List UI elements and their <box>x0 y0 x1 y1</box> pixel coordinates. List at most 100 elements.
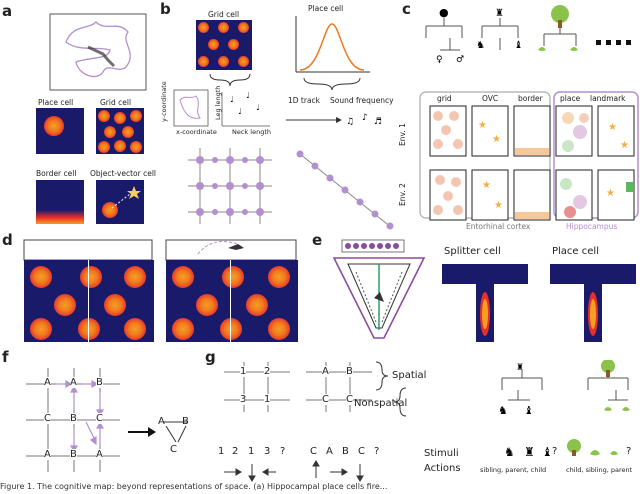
splitter-cell-label: Splitter cell <box>444 246 501 257</box>
entorhinal-cortex-label: Entorhinal cortex <box>466 222 531 231</box>
g-node-b: B <box>346 366 353 377</box>
f-node-b2: B <box>70 413 77 424</box>
seq1-0: 1 <box>218 446 225 457</box>
c-place-label: place <box>560 94 581 103</box>
seq2-2: B <box>342 446 349 457</box>
env2-label: Env. 2 <box>398 183 407 206</box>
f-node-b1: B <box>96 377 103 388</box>
sound-frequency-label: Sound frequency <box>330 96 394 105</box>
c-ovc-label: OVC <box>482 94 499 103</box>
f-node-a1: A <box>44 377 51 388</box>
svg-text:♫: ♫ <box>346 117 354 127</box>
c-env-boxes: ★ ★ ★ ★ ★ ★ ★ <box>429 105 635 221</box>
border-cell-label: Border cell <box>36 169 77 178</box>
svg-text:♀: ♀ <box>436 55 443 65</box>
seq1-1: 2 <box>232 446 239 457</box>
seq2-0: C <box>310 446 317 457</box>
panel-label-e: e <box>312 231 323 249</box>
border-cell-field <box>36 180 84 224</box>
seq2-3: C <box>358 446 365 457</box>
svg-text:♩: ♩ <box>246 91 250 100</box>
f-node-b3: B <box>70 449 77 460</box>
c-trees: ● ♜ ♀ ♂ ♞ ♝ <box>425 5 631 65</box>
svg-text:♞: ♞ <box>504 445 515 459</box>
b-chain: ♫ ♪ ♬ <box>286 113 394 230</box>
svg-text:♞: ♞ <box>498 404 508 417</box>
svg-text:♩: ♩ <box>238 107 242 116</box>
actions-label: Actions <box>424 463 461 474</box>
svg-text:★: ★ <box>478 120 487 131</box>
panel-label-f: f <box>2 348 9 366</box>
b-lattice: ♩ ♩ ♩ ♩ <box>173 73 272 224</box>
d-field-right <box>166 260 298 342</box>
f-node-a4: A <box>96 449 103 460</box>
svg-text:♜: ♜ <box>524 445 535 459</box>
svg-text:●: ● <box>439 6 449 19</box>
svg-text:★: ★ <box>608 122 617 133</box>
panel-label-a: a <box>2 2 13 20</box>
svg-text:♝: ♝ <box>514 40 523 51</box>
e-maze <box>332 239 426 339</box>
panel-label-g: g <box>205 348 216 366</box>
place-cell-label: Place cell <box>38 98 74 107</box>
g-node-3a: 3 <box>240 394 247 405</box>
sibling-parent-child-label: sibling, parent, child <box>480 466 547 474</box>
d-field-left <box>24 260 154 342</box>
y-coordinate-label: y-coordinate <box>160 81 168 122</box>
b-grid-cell-label: Grid cell <box>208 10 240 19</box>
svg-text:♝: ♝ <box>542 445 553 459</box>
d-tracks <box>23 239 297 261</box>
svg-text:♩: ♩ <box>230 95 234 104</box>
b-grid-cell-field <box>196 20 252 70</box>
svg-text:★: ★ <box>606 188 615 199</box>
seq1-4: ? <box>280 446 286 457</box>
g-node-1a: 1 <box>240 366 247 377</box>
seq2-1: A <box>326 446 333 457</box>
seq2-4: ? <box>374 446 380 457</box>
ovc-label: Object-vector cell <box>90 169 157 178</box>
f-node-c2: C <box>96 413 103 424</box>
g-node-c2: C <box>346 394 353 405</box>
svg-text:★: ★ <box>482 180 491 191</box>
g-q1: ? <box>552 446 558 457</box>
neck-length-label: Neck length <box>232 128 271 136</box>
c-grid-label: grid <box>437 94 452 103</box>
panel-label-c: c <box>402 0 411 18</box>
panel-label-b: b <box>160 0 171 18</box>
f-tri-b: B <box>182 416 189 427</box>
g-node-c1: C <box>322 394 329 405</box>
svg-text:♞: ♞ <box>476 40 485 51</box>
c-border-label: border <box>518 94 543 103</box>
seq1-2: 1 <box>248 446 255 457</box>
f-tri-c: C <box>170 444 177 455</box>
place-t <box>550 264 636 342</box>
svg-text:★: ★ <box>620 140 629 151</box>
leg-length-label: Leg length <box>214 85 222 120</box>
b-place-cell-label: Place cell <box>308 4 344 13</box>
stimuli-label: Stimuli <box>424 448 459 459</box>
hippocampus-label: Hippocampus <box>566 222 618 231</box>
f-node-a3: A <box>44 449 51 460</box>
ovc-field <box>96 180 144 224</box>
svg-text:★: ★ <box>494 200 503 211</box>
svg-text:★: ★ <box>492 134 501 145</box>
g-q2: ? <box>626 446 632 457</box>
place-cell-tuning <box>295 16 370 91</box>
spatial-label: Spatial <box>392 370 427 381</box>
child-sibling-parent-label: child, sibling, parent <box>566 466 633 474</box>
svg-text:♩: ♩ <box>256 103 260 112</box>
grid-cell-field <box>96 108 144 154</box>
splitter-t <box>442 264 528 342</box>
x-coordinate-label: x-coordinate <box>176 128 217 136</box>
track-1d-label: 1D track <box>288 96 321 105</box>
env1-label: Env. 1 <box>398 123 407 146</box>
g-node-a: A <box>322 366 329 377</box>
panel-label-d: d <box>2 231 13 249</box>
place-cell-field <box>36 108 84 154</box>
f-node-c1: C <box>44 413 51 424</box>
svg-text:♜: ♜ <box>495 8 504 19</box>
svg-text:♝: ♝ <box>524 404 534 417</box>
figure-caption: Figure 1. The cognitive map: beyond repr… <box>0 482 388 491</box>
svg-text:♪: ♪ <box>362 113 368 123</box>
f-node-a2: A <box>70 377 77 388</box>
